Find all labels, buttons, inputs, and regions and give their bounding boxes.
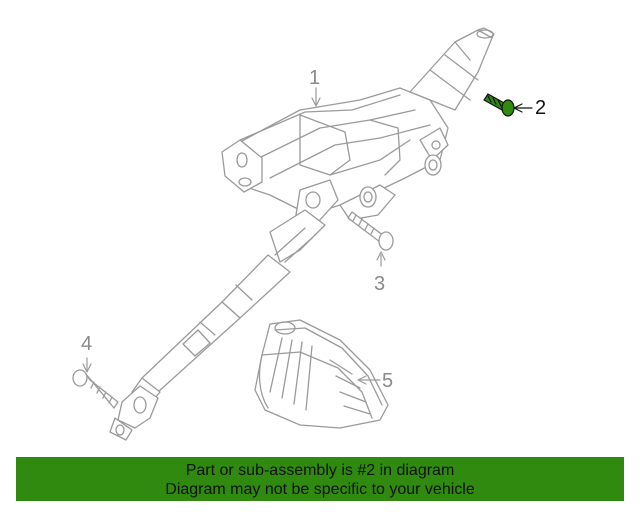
callout-2[interactable]: 2	[535, 97, 547, 119]
bolt-part-2[interactable]	[483, 93, 515, 117]
callout-1: 1	[309, 67, 321, 89]
callout-5: 5	[382, 370, 394, 392]
steering-column-housing	[221, 27, 495, 223]
leader-lines	[82, 87, 386, 385]
banner-line-1: Part or sub-assembly is #2 in diagram	[185, 462, 455, 479]
info-banner: Part or sub-assembly is #2 in diagram Di…	[16, 457, 624, 501]
leader-line-2	[513, 103, 533, 113]
clock-spring-part-5	[254, 319, 389, 429]
bolt-part-4	[72, 369, 119, 409]
callout-4: 4	[81, 333, 93, 355]
steering-column-diagram	[72, 27, 533, 441]
banner-line-2: Diagram may not be specific to your vehi…	[165, 481, 475, 498]
bolt-part-3	[347, 211, 394, 251]
callout-3: 3	[374, 273, 386, 295]
intermediate-shaft	[109, 209, 326, 441]
